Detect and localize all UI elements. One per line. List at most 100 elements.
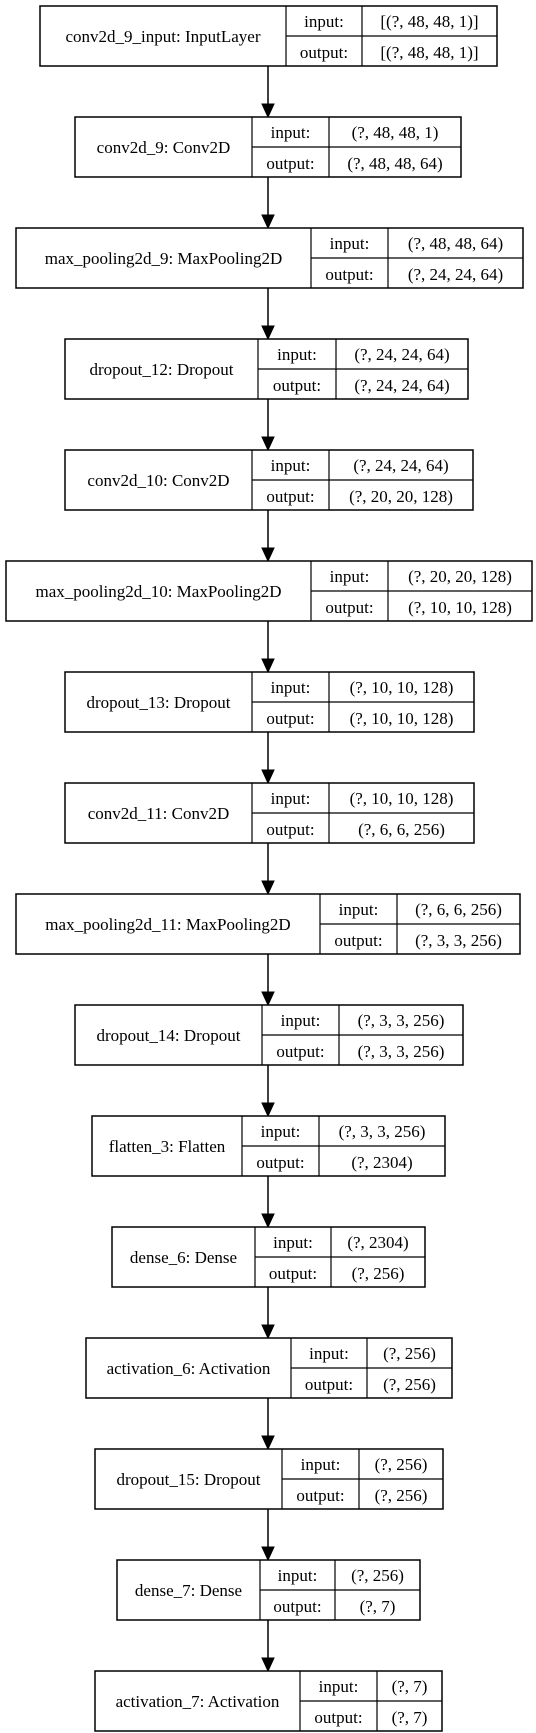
arrow-head (261, 325, 275, 341)
layer-name: flatten_3: Flatten (109, 1137, 226, 1156)
layer-node: activation_7: Activation input: output: (?,… (94, 1670, 443, 1732)
input-port-label: input: (271, 789, 311, 808)
arrow-head (261, 1102, 275, 1118)
arrow-head (261, 214, 275, 230)
layer-name: conv2d_10: Conv2D (87, 471, 229, 490)
input-shape: (?, 24, 24, 64) (354, 345, 449, 364)
output-shape: (?, 2304) (351, 1153, 412, 1172)
output-shape: (?, 256) (352, 1264, 405, 1283)
output-port-label: output: (256, 1153, 304, 1172)
flow-arrow (261, 1176, 275, 1229)
output-port-label: output: (296, 1486, 344, 1505)
flow-arrow (261, 1398, 275, 1451)
arrow-head (261, 1435, 275, 1451)
flow-arrow (261, 177, 275, 230)
input-port-label: input: (330, 567, 370, 586)
layer-node: flatten_3: Flatten input: output: (?, 3, 3,… (91, 1115, 446, 1177)
layer-name: dropout_13: Dropout (86, 693, 230, 712)
input-shape: (?, 3, 3, 256) (339, 1122, 426, 1141)
output-shape: (?, 48, 48, 64) (347, 154, 442, 173)
input-shape: (?, 48, 48, 1) (352, 123, 439, 142)
arrow-head (261, 658, 275, 674)
output-port-label: output: (305, 1375, 353, 1394)
input-shape: (?, 7) (392, 1677, 428, 1696)
layer-name: dense_6: Dense (130, 1248, 237, 1267)
input-port-label: input: (309, 1344, 349, 1363)
output-port-label: output: (266, 487, 314, 506)
layer-node: max_pooling2d_9: MaxPooling2D input: outpu… (15, 227, 524, 289)
layer-name: dropout_12: Dropout (89, 360, 233, 379)
output-port-label: output: (266, 820, 314, 839)
output-shape: (?, 256) (383, 1375, 436, 1394)
input-port-label: input: (319, 1677, 359, 1696)
flow-arrow (261, 1065, 275, 1118)
input-port-label: input: (271, 678, 311, 697)
arrow-head (261, 1324, 275, 1340)
input-port-label: input: (277, 345, 317, 364)
flow-arrow (261, 843, 275, 896)
input-shape: (?, 10, 10, 128) (350, 789, 454, 808)
output-port-label: output: (266, 709, 314, 728)
layer-node: activation_6: Activationinput:output:(?,… (85, 1337, 453, 1399)
output-port-label: output: (325, 598, 373, 617)
layer-name: max_pooling2d_10: MaxPooling2D (35, 582, 281, 601)
output-shape: (?, 7) (392, 1708, 428, 1727)
input-shape: (?, 20, 20, 128) (408, 567, 512, 586)
input-port-label: input: (301, 1455, 341, 1474)
output-shape: [(?, 48, 48, 1)] (380, 43, 478, 62)
layer-name: conv2d_9: Conv2D (97, 138, 231, 157)
arrow-head (261, 769, 275, 785)
flow-arrow (261, 732, 275, 785)
input-shape: (?, 3, 3, 256) (358, 1011, 445, 1030)
layer-node: dropout_12: Dropout input: output: (?, 24, … (64, 338, 469, 400)
input-port-label: input: (261, 1122, 301, 1141)
layer-name: dropout_14: Dropout (96, 1026, 240, 1045)
flow-arrow (261, 1509, 275, 1562)
arrow-head (261, 1546, 275, 1562)
layer-node: max_pooling2d_10: MaxPooling2D input: outp… (5, 560, 533, 622)
input-shape: (?, 2304) (347, 1233, 408, 1252)
input-port-label: input: (271, 456, 311, 475)
layer-name: max_pooling2d_9: MaxPooling2D (45, 249, 283, 268)
layer-name: activation_7: Activation (116, 1692, 280, 1711)
output-port-label: output: (325, 265, 373, 284)
input-port-label: input: (339, 900, 379, 919)
arrow-head (261, 103, 275, 119)
output-shape: (?, 6, 6, 256) (358, 820, 445, 839)
flow-arrow (261, 1287, 275, 1340)
layer-node: conv2d_11: Conv2D input: output: (?, 10, 10… (64, 782, 475, 844)
output-port-label: output: (314, 1708, 362, 1727)
input-port-label: input: (330, 234, 370, 253)
flow-arrow (261, 288, 275, 341)
output-port-label: output: (273, 376, 321, 395)
input-shape: (?, 256) (351, 1566, 404, 1585)
output-port-label: output: (276, 1042, 324, 1061)
input-port-label: input: (304, 12, 344, 31)
input-shape: (?, 48, 48, 64) (408, 234, 503, 253)
output-port-label: output: (334, 931, 382, 950)
flow-arrow (261, 1620, 275, 1673)
flow-arrow (261, 510, 275, 563)
flow-arrow (261, 621, 275, 674)
input-shape: [(?, 48, 48, 1)] (380, 12, 478, 31)
layer-node: conv2d_9_input: InputLayerinput:output:[… (39, 5, 498, 67)
layer-name: conv2d_9_input: InputLayer (66, 27, 261, 46)
input-shape: (?, 6, 6, 256) (415, 900, 502, 919)
output-shape: (?, 256) (375, 1486, 428, 1505)
output-port-label: output: (273, 1597, 321, 1616)
layer-name: dense_7: Dense (135, 1581, 242, 1600)
input-port-label: input: (278, 1566, 318, 1585)
layer-name: conv2d_11: Conv2D (88, 804, 230, 823)
arrow-head (261, 991, 275, 1007)
input-shape: (?, 256) (383, 1344, 436, 1363)
output-shape: (?, 20, 20, 128) (349, 487, 453, 506)
output-shape: (?, 24, 24, 64) (354, 376, 449, 395)
arrow-head (261, 880, 275, 896)
